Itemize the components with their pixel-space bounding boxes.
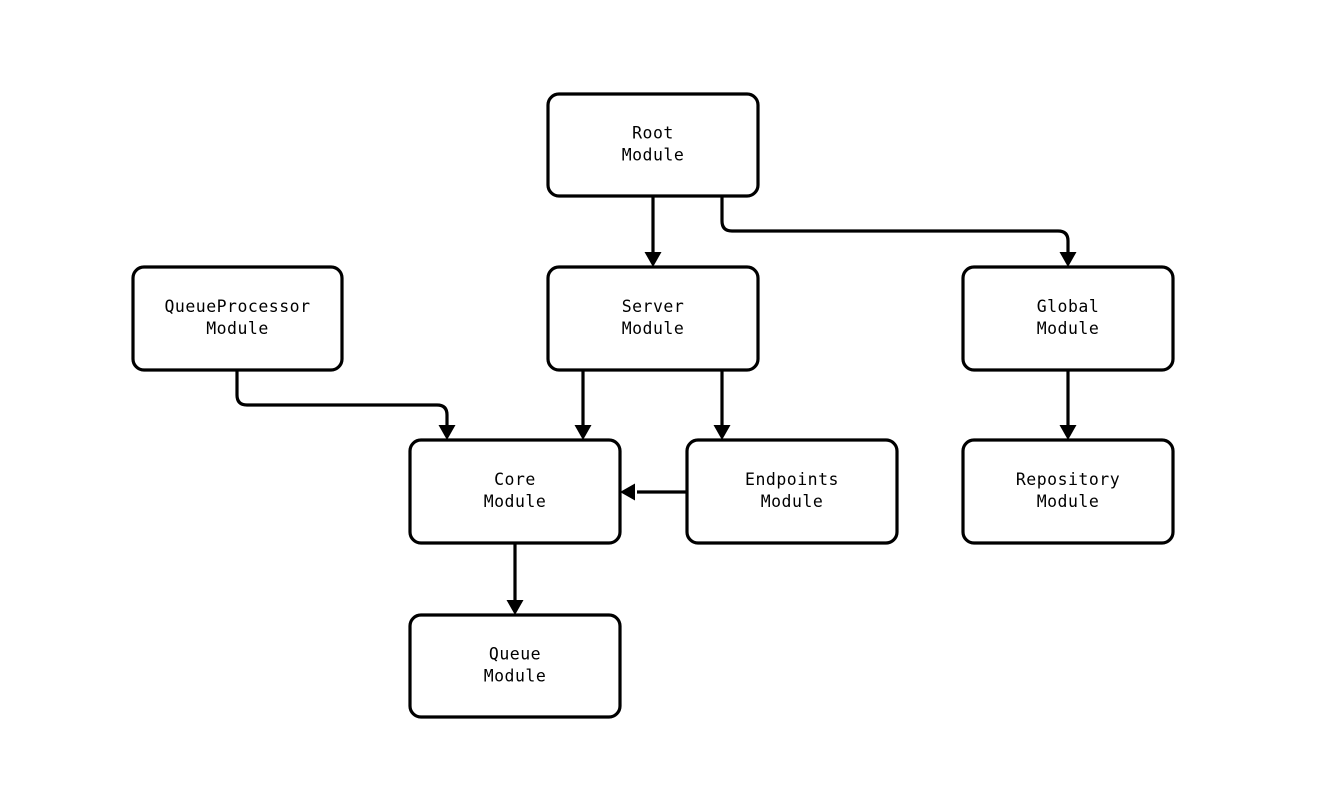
- arrowhead-server-core: [574, 425, 592, 440]
- edge-queueprocessor-core: [235, 370, 449, 425]
- arrowhead-root-global: [1059, 252, 1077, 267]
- node-label-queue-line2: Module: [484, 667, 547, 686]
- arrowhead-queueprocessor-core: [438, 425, 456, 440]
- arrowhead-core-queue: [506, 600, 524, 615]
- node-label-queue-line1: Queue: [489, 645, 541, 664]
- node-box-root[interactable]: [546, 92, 760, 198]
- node-box-repository[interactable]: [961, 438, 1175, 545]
- node-label-endpoints-line1: Endpoints: [745, 470, 839, 489]
- edge-root-global: [720, 196, 1070, 252]
- arrowhead-endpoints-core: [620, 483, 635, 501]
- node-label-queueprocessor-line2: Module: [206, 319, 269, 338]
- node-label-global-line1: Global: [1037, 297, 1100, 316]
- node-box-queueprocessor[interactable]: [131, 265, 344, 372]
- node-box-global[interactable]: [961, 265, 1175, 372]
- node-box-queue[interactable]: [408, 613, 622, 719]
- nodes-layer: RootModuleQueueProcessorModuleServerModu…: [131, 92, 1175, 719]
- edges-layer: [235, 196, 1070, 600]
- arrowheads-layer: [438, 252, 1077, 615]
- node-box-server[interactable]: [546, 265, 760, 372]
- node-label-server-line2: Module: [622, 319, 685, 338]
- node-label-endpoints-line2: Module: [761, 492, 824, 511]
- node-label-global-line2: Module: [1037, 319, 1100, 338]
- node-box-core[interactable]: [408, 438, 622, 545]
- arrowhead-root-server: [644, 252, 662, 267]
- node-label-core-line1: Core: [494, 470, 536, 489]
- node-label-root-line2: Module: [622, 146, 685, 165]
- node-label-repository-line1: Repository: [1016, 470, 1120, 489]
- arrowhead-global-repository: [1059, 425, 1077, 440]
- node-label-repository-line2: Module: [1037, 492, 1100, 511]
- node-box-endpoints[interactable]: [685, 438, 899, 545]
- node-label-server-line1: Server: [622, 297, 685, 316]
- node-label-queueprocessor-line1: QueueProcessor: [164, 297, 310, 316]
- node-label-root-line1: Root: [632, 124, 674, 143]
- node-label-core-line2: Module: [484, 492, 547, 511]
- arrowhead-server-endpoints: [713, 425, 731, 440]
